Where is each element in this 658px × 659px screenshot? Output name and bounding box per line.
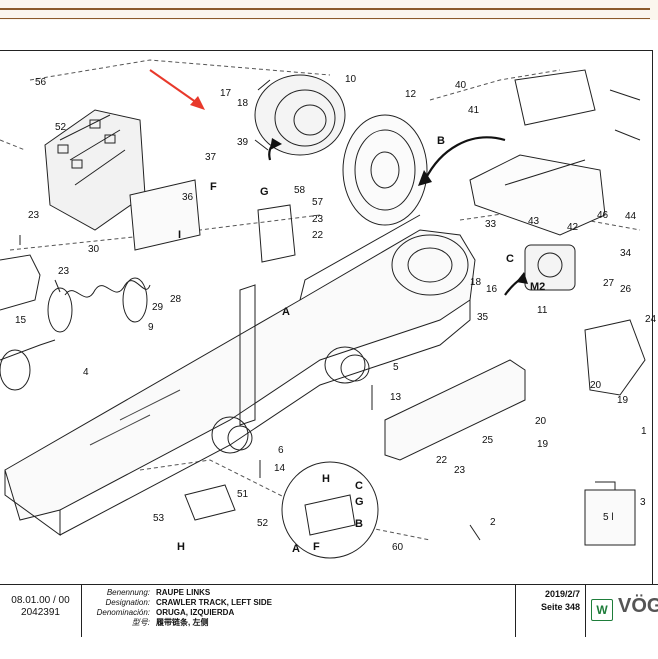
callout-36: 36 [182,192,194,203]
callout-37: 37 [205,152,217,163]
callout-23-mid: 23 [58,266,70,277]
callout-40: 40 [455,80,467,91]
callout-52: 52 [55,122,67,133]
value-german: RAUPE LINKS [156,588,211,597]
callout-35: 35 [477,312,489,323]
callout-46: 46 [597,210,609,221]
detail-H: H [322,473,330,485]
callout-29: 29 [152,302,164,313]
callout-1: 1 [641,426,647,437]
document-date: 2019/2/7 [544,589,580,599]
callout-17: 17 [220,88,232,99]
callout-G: G [260,186,269,198]
callout-42: 42 [567,222,579,233]
callout-12: 12 [405,89,417,100]
drawing-frame [0,50,653,584]
callout-44: 44 [625,211,637,222]
oil-can-label: 5 l [603,512,614,523]
document-number: 2042391 [21,607,60,618]
callout-3: 3 [640,497,646,508]
callout-23: 23 [312,214,324,225]
callout-23-b: 23 [454,465,466,476]
page-number: Seite 348 [540,602,580,612]
value-chinese: 履带链条, 左侧 [156,618,209,627]
callout-20: 20 [590,380,602,391]
detail-A: A [292,543,300,555]
detail-C: C [355,480,363,492]
callout-30: 30 [88,244,100,255]
callout-23-left: 23 [28,210,40,221]
callout-39: 39 [237,137,249,148]
callout-22-b: 22 [436,455,448,466]
callout-33: 33 [485,219,497,230]
callout-2: 2 [490,517,496,528]
callout-27: 27 [603,278,615,289]
callout-M2: M2 [530,281,545,293]
callout-14: 14 [274,463,286,474]
version-cell: 08.01.00 / 00 2042391 [0,585,82,637]
callout-5: 5 [393,362,399,373]
callout-11: 11 [537,305,548,316]
callout-19-b: 19 [537,439,549,450]
brand-logo: W VÖG [586,585,658,637]
callout-56: 56 [35,77,47,88]
callout-57: 57 [312,197,324,208]
label-denominacion: Denominación: [96,608,150,617]
version-number: 08.01.00 / 00 [11,595,70,606]
callout-9: 9 [148,322,154,333]
exploded-parts-drawing: 56 17 18 10 40 41 12 52 37 39 B F G 58 3… [0,59,657,559]
value-spanish: ORUGA, IZQUIERDA [156,608,235,617]
callout-51: 51 [237,489,249,500]
callout-I: I [178,229,181,241]
callout-43: 43 [528,216,540,227]
callout-22: 22 [312,230,324,241]
label-designation: Designation: [105,598,150,607]
callout-28: 28 [170,294,182,305]
logo-icon: W [591,599,613,621]
detail-F: F [313,541,320,553]
callout-15: 15 [15,315,27,326]
callout-52-b: 52 [257,518,269,529]
callout-34: 34 [620,248,632,259]
callout-18: 18 [237,98,249,109]
callout-H: H [177,541,185,553]
logo-text: VÖG [618,595,658,617]
callout-16: 16 [486,284,498,295]
callout-25: 25 [482,435,494,446]
callout-19: 19 [617,395,629,406]
callout-60: 60 [392,542,404,553]
callout-24: 24 [645,314,657,325]
callout-A: A [282,306,290,318]
callout-18-b: 18 [470,277,482,288]
designation-labels: Benennung: Designation: Denominación: 型号… [82,585,154,637]
label-benennung: Benennung: [106,588,150,597]
callout-6: 6 [278,445,284,456]
designation-values: RAUPE LINKS CRAWLER TRACK, LEFT SIDE ORU… [156,585,516,637]
callout-58: 58 [294,185,306,196]
top-band [0,0,658,20]
callout-C: C [506,253,514,265]
callout-41: 41 [468,105,480,116]
top-rule [0,8,650,10]
detail-G: G [355,496,364,508]
date-page-cell: 2019/2/7 Seite 348 [516,585,586,637]
label-model: 型号: [131,618,150,627]
callout-10: 10 [345,74,357,85]
callout-F: F [210,181,217,193]
callout-13: 13 [390,392,402,403]
callout-53: 53 [153,513,165,524]
callout-4: 4 [83,367,89,378]
top-rule-thin [0,18,650,19]
title-block: 08.01.00 / 00 2042391 Benennung: Designa… [0,584,658,659]
callout-26: 26 [620,284,632,295]
callout-20-b: 20 [535,416,547,427]
callout-B: B [437,135,445,147]
value-english: CRAWLER TRACK, LEFT SIDE [156,598,272,607]
detail-B: B [355,518,363,530]
